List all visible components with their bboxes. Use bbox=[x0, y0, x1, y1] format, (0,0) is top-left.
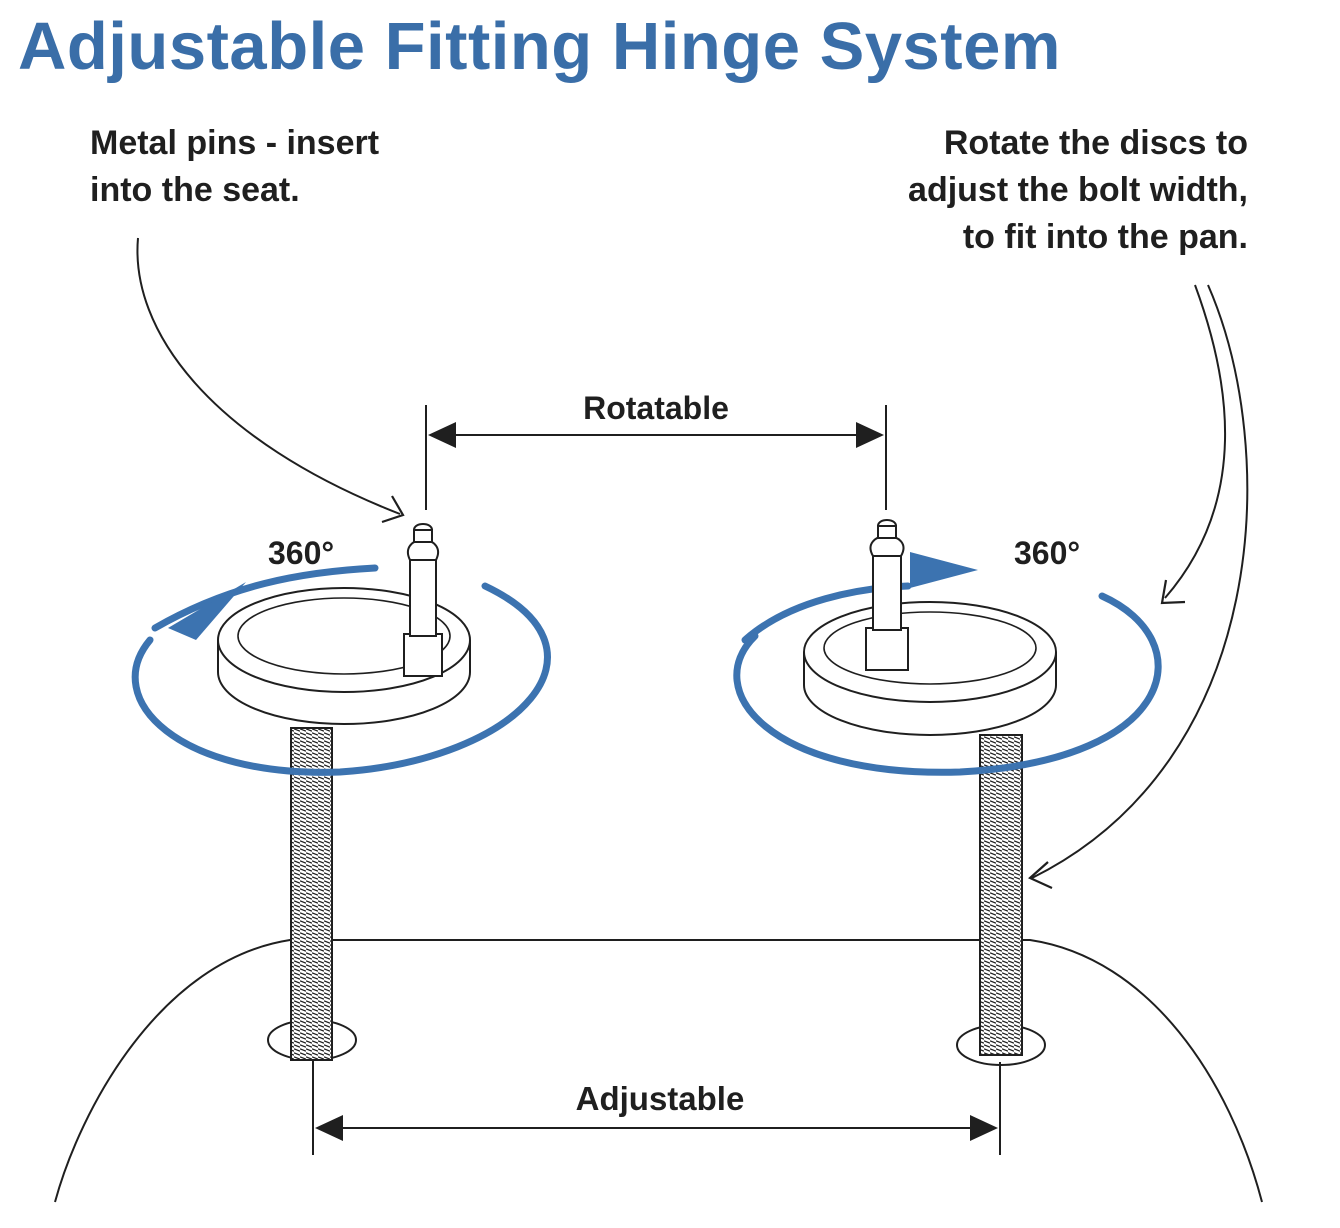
pins-callout-line-2: into the seat. bbox=[90, 171, 300, 209]
right-adjustment-disc bbox=[803, 601, 1057, 736]
pins-leader-line bbox=[136, 237, 401, 515]
adjustable-arrow-right bbox=[970, 1115, 998, 1141]
adjustable-label: Adjustable bbox=[576, 1080, 745, 1117]
left-metal-pin bbox=[403, 523, 443, 677]
toilet-pan bbox=[54, 939, 1263, 1203]
rotatable-arrow-right bbox=[856, 422, 884, 448]
discs-callout-line-1: Rotate the discs to bbox=[943, 124, 1248, 162]
pins-callout-line-1: Metal pins - insert bbox=[90, 124, 380, 162]
left-degrees-label: 360° bbox=[268, 535, 334, 571]
right-rotation-arrowhead bbox=[910, 552, 978, 588]
discs-callout-line-3: to fit into the pan. bbox=[962, 218, 1248, 256]
left-rotation-ring-front bbox=[131, 582, 551, 776]
left-rotation-arrowhead bbox=[168, 582, 246, 640]
discs-leader-line-lower bbox=[1031, 284, 1249, 879]
discs-leader-arrowhead-lower bbox=[1028, 861, 1053, 890]
page-title: Adjustable Fitting Hinge System bbox=[18, 9, 1061, 84]
right-threaded-bolt bbox=[979, 734, 1023, 1056]
right-rotation-ring-front bbox=[733, 592, 1162, 776]
right-metal-pin bbox=[865, 519, 909, 671]
left-threaded-bolt bbox=[290, 727, 333, 1061]
pins-leader-arrowhead bbox=[381, 495, 405, 524]
right-degrees-label: 360° bbox=[1014, 535, 1080, 571]
discs-leader-arrowhead-upper bbox=[1160, 579, 1186, 605]
discs-callout: Rotate the discs to adjust the bolt widt… bbox=[908, 120, 1248, 261]
discs-callout-line-2: adjust the bolt width, bbox=[908, 171, 1248, 209]
left-rotation-ring-back bbox=[151, 564, 379, 632]
pins-callout: Metal pins - insert into the seat. bbox=[90, 120, 379, 214]
discs-leader-line-upper bbox=[1164, 284, 1227, 599]
rotatable-label: Rotatable bbox=[583, 390, 729, 426]
rotatable-arrow-left bbox=[428, 422, 456, 448]
adjustable-arrow-left bbox=[315, 1115, 343, 1141]
